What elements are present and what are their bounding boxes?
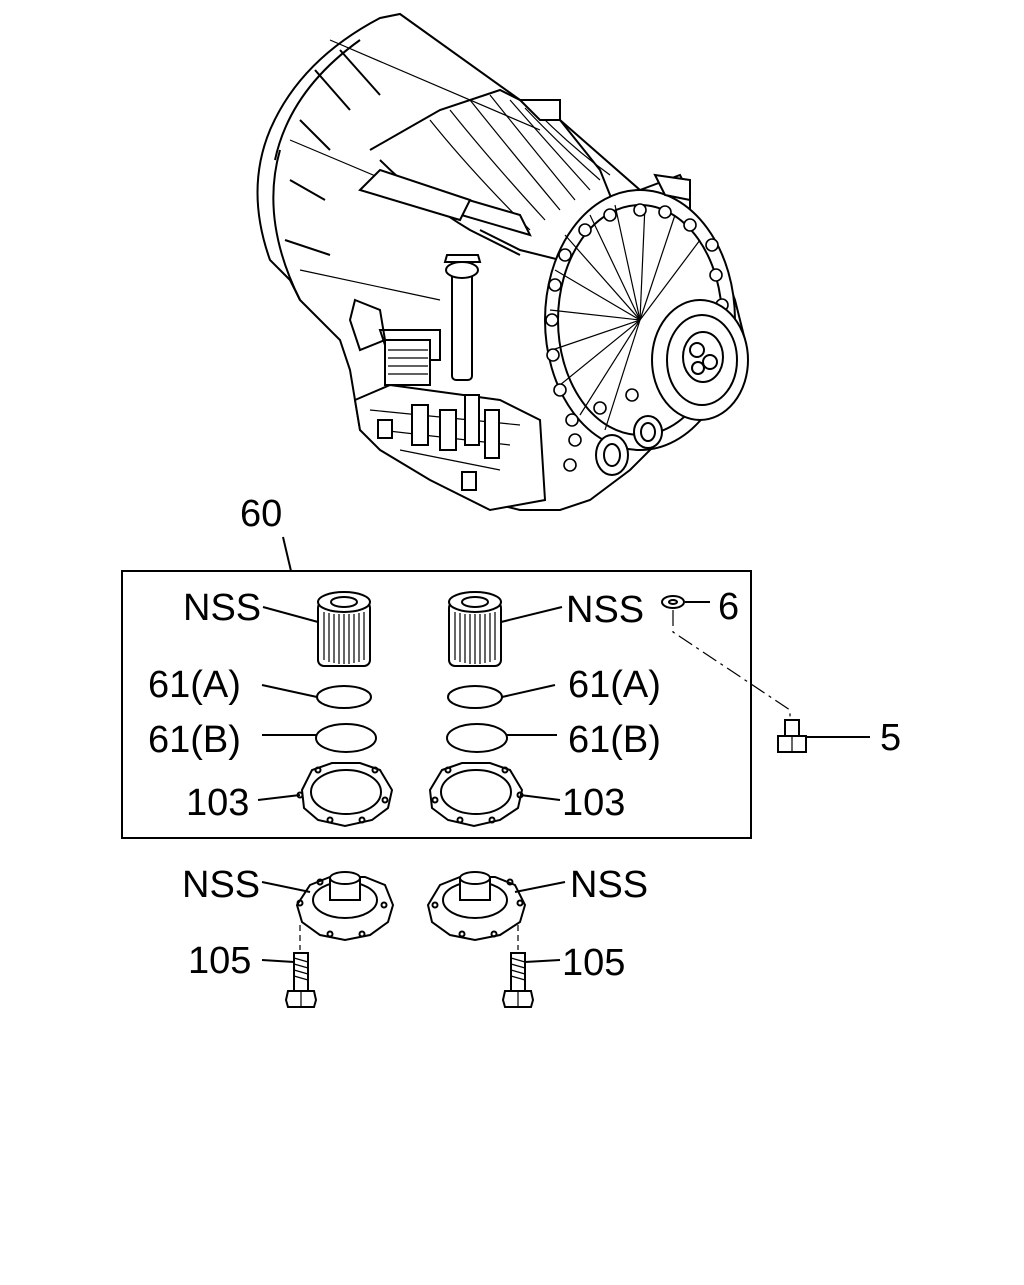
filter-right-label: NSS [566, 589, 644, 631]
oring-a-left-label: 61(A) [148, 664, 241, 706]
kit-number-label: 60 [240, 493, 282, 535]
bolt-icon [777, 719, 807, 753]
cover-left-label: NSS [182, 864, 260, 906]
gasket-icon [296, 762, 394, 828]
filter-element-icon [317, 591, 371, 667]
o-ring-icon [316, 685, 503, 709]
filter-element-icon [448, 591, 502, 667]
bolt-105-left-label: 105 [188, 940, 251, 982]
filter-cover-icon [426, 871, 527, 942]
bolt-105-right-label: 105 [562, 942, 625, 984]
transmission-assembly-illustration [256, 12, 749, 512]
washer-label: 6 [718, 586, 739, 628]
oring-a-right-label: 61(A) [568, 664, 661, 706]
gasket-left-label: 103 [186, 782, 249, 824]
oring-b-left-label: 61(B) [148, 719, 241, 761]
bolt-icon [284, 952, 318, 1008]
o-ring-icon [315, 723, 508, 753]
filter-cover-icon [295, 871, 395, 942]
gasket-icon [428, 762, 524, 828]
bolt-5-label: 5 [880, 717, 901, 759]
bolt-icon [501, 952, 535, 1008]
filter-left-label: NSS [183, 587, 261, 629]
kit-60-group: 60 [121, 493, 752, 839]
gasket-right-label: 103 [562, 782, 625, 824]
washer-icon [661, 595, 685, 609]
cover-right-label: NSS [570, 864, 648, 906]
oring-b-right-label: 61(B) [568, 719, 661, 761]
